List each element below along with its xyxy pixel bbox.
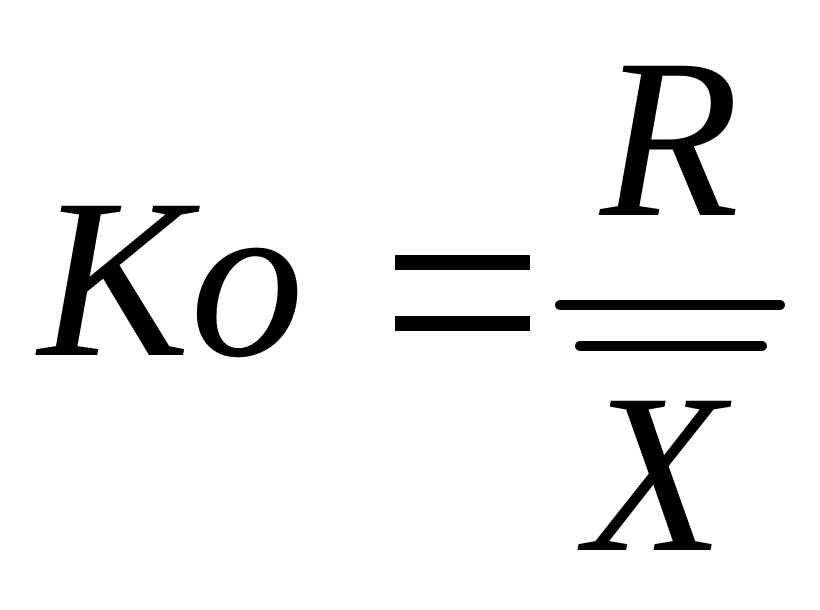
formula-lhs: Ko <box>38 153 305 405</box>
equals-bar-top <box>395 255 530 270</box>
equals-bar-bottom <box>395 316 530 331</box>
fraction-denominator: X <box>585 348 725 600</box>
fraction-numerator: R <box>600 13 740 265</box>
fraction-line-bottom <box>575 341 767 351</box>
fraction-line-top <box>555 300 785 310</box>
